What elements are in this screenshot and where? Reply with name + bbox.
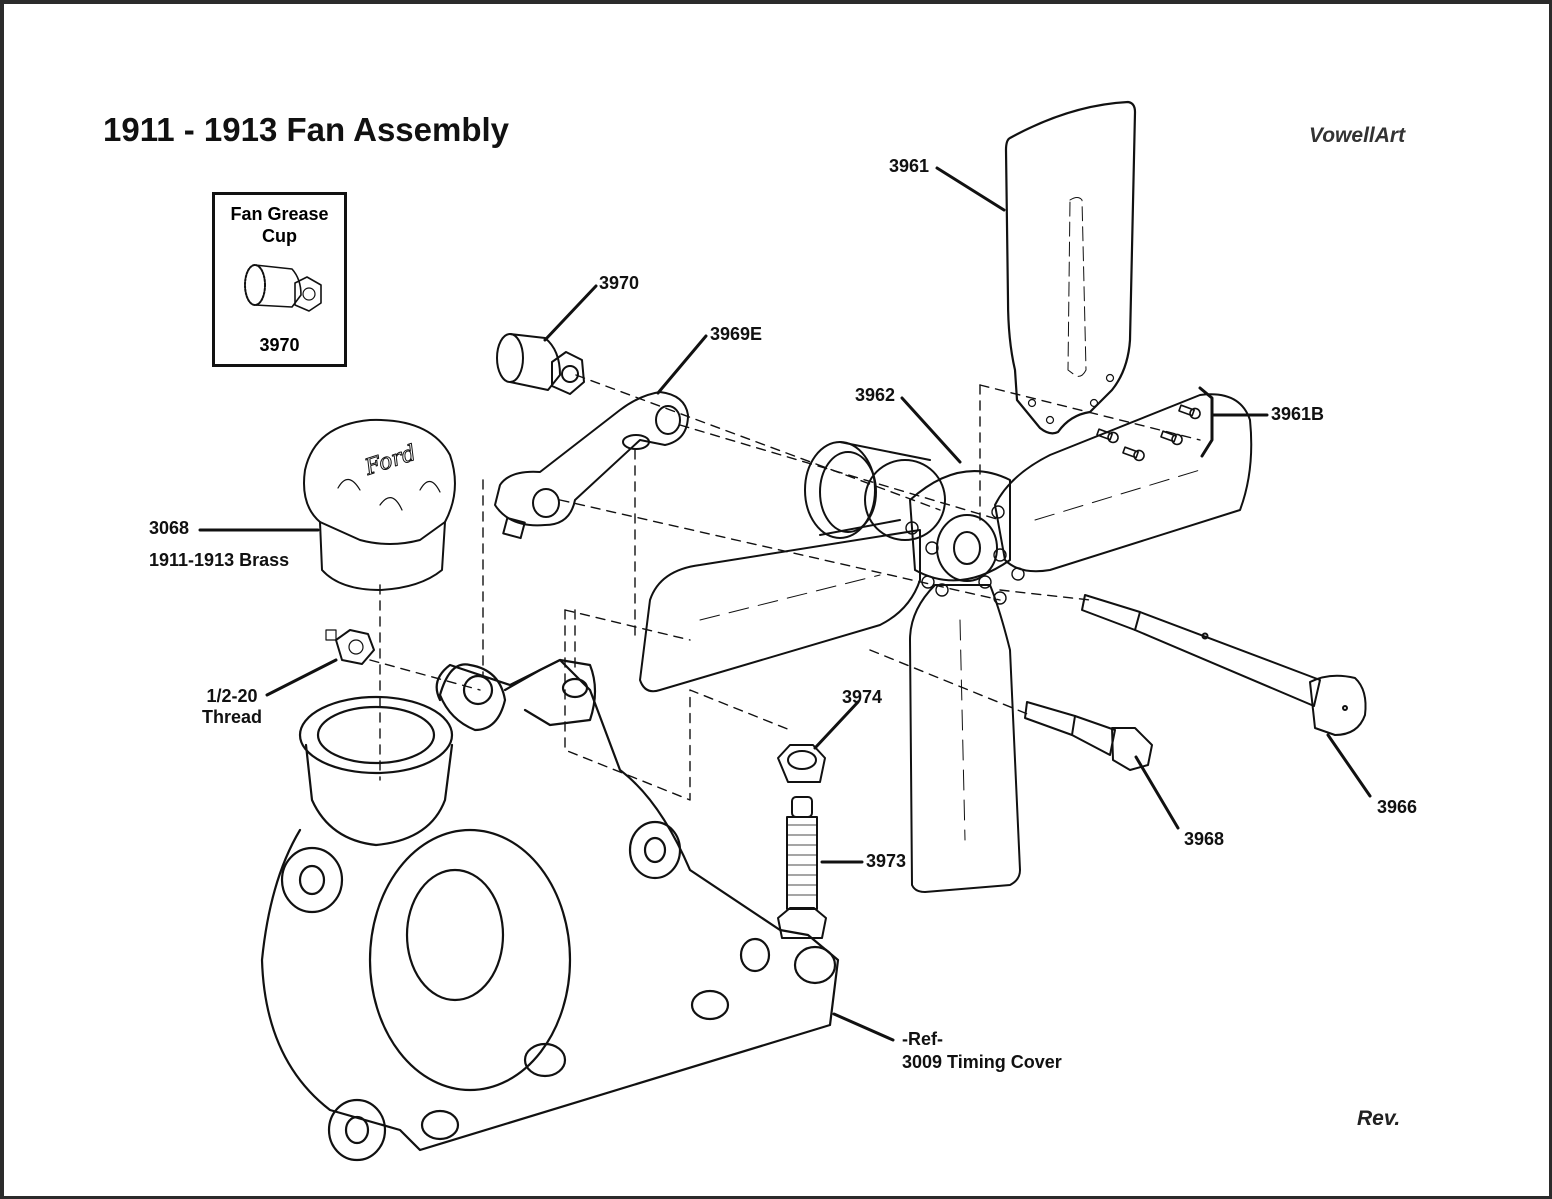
- inset-title: Fan Grease Cup: [215, 204, 344, 247]
- inset-part-number: 3970: [259, 335, 300, 355]
- callout-3962: 3962: [855, 385, 896, 405]
- grease-cup-icon: [244, 264, 322, 312]
- fan-blade-3961: [1004, 100, 1137, 435]
- hex-bolt-3968: [1024, 701, 1153, 771]
- callout-3961b: 3961B: [1271, 404, 1325, 424]
- radiator-cap-3068: Ford: [303, 418, 456, 591]
- callout-3068: 3068: [149, 518, 190, 538]
- adjusting-nut-3974: [777, 744, 826, 783]
- adjusting-stud-3973: [777, 796, 827, 939]
- fan-grease-cup-3970: [496, 333, 585, 395]
- blade-rivets-3961b: [1096, 386, 1214, 462]
- thread-nut: [325, 629, 375, 665]
- inset-fan-grease-cup: Fan Grease Cup 3970: [212, 192, 347, 367]
- callout-3068-note: 1911-1913 Brass: [149, 550, 290, 570]
- callout-3968: 3968: [1184, 829, 1225, 849]
- callout-3973: 3973: [866, 851, 907, 871]
- timing-cover-3009: [260, 658, 840, 1162]
- callout-thread: 1/2-20 Thread: [198, 686, 266, 727]
- callout-thread-size: 1/2-20: [206, 686, 258, 706]
- callout-thread-note: Thread: [201, 706, 262, 727]
- inset-title-line2: Cup: [262, 225, 297, 246]
- callout-3974: 3974: [842, 687, 883, 707]
- leader-lines: [198, 166, 1372, 1042]
- callout-3970: 3970: [599, 273, 640, 293]
- callout-3969e: 3969E: [710, 324, 763, 344]
- callout-ref: -Ref-: [902, 1029, 943, 1049]
- fan-hub-assembly-3962: [639, 393, 1253, 893]
- fan-shaft-3966: [1081, 594, 1367, 736]
- brand-signature: VowellArt: [1309, 124, 1406, 147]
- fan-bracket-arm-3969e: [494, 391, 689, 540]
- callout-timing-cover: 3009 Timing Cover: [902, 1052, 1062, 1072]
- callout-3966: 3966: [1377, 797, 1418, 817]
- svg-text:Ford: Ford: [361, 441, 419, 481]
- callout-3961: 3961: [889, 156, 930, 176]
- revision-label: Rev.: [1357, 1107, 1401, 1130]
- inset-title-line1: Fan Grease: [230, 204, 329, 224]
- diagram-title: 1911 - 1913 Fan Assembly: [103, 111, 510, 148]
